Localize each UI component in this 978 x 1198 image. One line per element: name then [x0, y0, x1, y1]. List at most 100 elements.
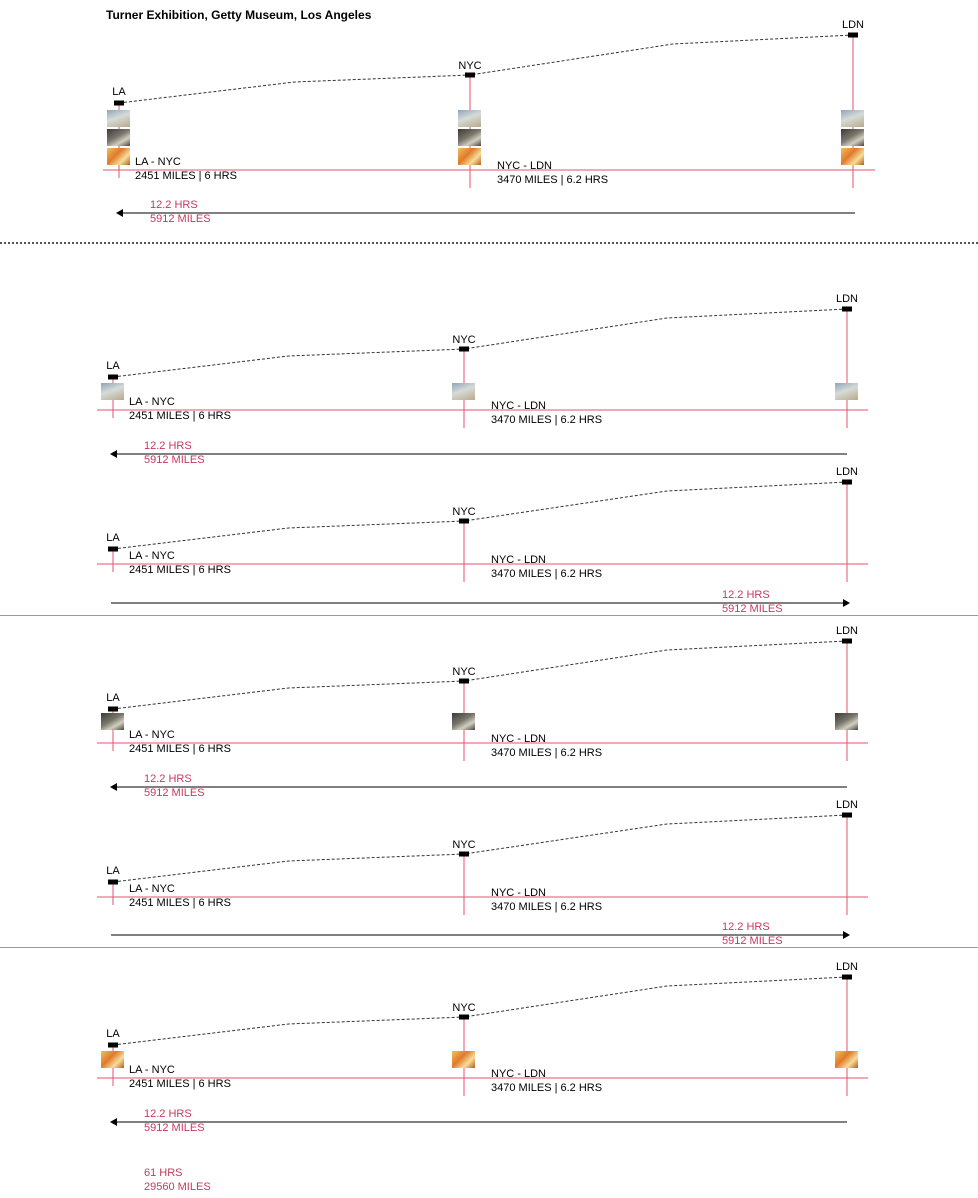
leg-route-nyc-ldn: NYC - LDN	[491, 886, 546, 900]
painting-thumbnail	[452, 713, 475, 730]
painting-thumbnail	[835, 713, 858, 730]
city-marker-ldn	[842, 813, 852, 818]
city-marker-la	[108, 1043, 118, 1048]
city-label-nyc: NYC	[452, 334, 475, 346]
leg-route-la-nyc: LA - NYC	[129, 1063, 175, 1077]
city-label-ldn: LDN	[836, 799, 858, 811]
painting-thumbnail	[835, 383, 858, 400]
painting-thumbnail	[107, 129, 130, 146]
city-label-la: LA	[112, 86, 125, 98]
city-label-ldn: LDN	[836, 466, 858, 478]
city-label-la: LA	[106, 1028, 119, 1040]
route-line	[113, 977, 847, 1045]
city-marker-nyc	[459, 347, 469, 352]
route-line	[119, 35, 853, 103]
leg-stats-nyc-ldn: 3470 MILES | 6.2 HRS	[491, 413, 602, 427]
arrow-head	[110, 1118, 117, 1126]
painting-thumbnail	[458, 110, 481, 127]
grand-total-miles: 29560 MILES	[144, 1180, 211, 1194]
painting-thumbnail	[835, 1051, 858, 1068]
painting-thumbnail	[452, 1051, 475, 1068]
route-line	[113, 641, 847, 709]
leg-stats-la-nyc: 2451 MILES | 6 HRS	[129, 896, 231, 910]
painting-thumbnail	[841, 129, 864, 146]
painting-thumbnail	[452, 383, 475, 400]
city-marker-ldn	[842, 480, 852, 485]
city-marker-nyc	[459, 852, 469, 857]
city-marker-ldn	[842, 639, 852, 644]
leg-stats-la-nyc: 2451 MILES | 6 HRS	[129, 1077, 231, 1091]
route-line	[113, 482, 847, 549]
trip-hours: 12.2 HRS	[144, 1107, 192, 1121]
trip-miles: 5912 MILES	[144, 1121, 205, 1135]
grand-total-hours: 61 HRS	[144, 1166, 183, 1180]
leg-route-nyc-ldn: NYC - LDN	[491, 399, 546, 413]
city-label-ldn: LDN	[836, 625, 858, 637]
painting-thumbnail	[841, 148, 864, 165]
city-label-ldn: LDN	[836, 293, 858, 305]
city-label-nyc: NYC	[452, 506, 475, 518]
painting-thumbnail	[458, 148, 481, 165]
leg-route-nyc-ldn: NYC - LDN	[491, 1067, 546, 1081]
leg-route-nyc-ldn: NYC - LDN	[497, 159, 552, 173]
city-label-ldn: LDN	[842, 19, 864, 31]
trip-hours: 12.2 HRS	[150, 198, 198, 212]
city-label-nyc: NYC	[452, 1002, 475, 1014]
leg-route-la-nyc: LA - NYC	[129, 882, 175, 896]
city-label-la: LA	[106, 532, 119, 544]
leg-stats-nyc-ldn: 3470 MILES | 6.2 HRS	[497, 173, 608, 187]
city-marker-nyc	[459, 519, 469, 524]
leg-stats-nyc-ldn: 3470 MILES | 6.2 HRS	[491, 567, 602, 581]
leg-route-la-nyc: LA - NYC	[129, 395, 175, 409]
city-marker-la	[108, 707, 118, 712]
leg-stats-la-nyc: 2451 MILES | 6 HRS	[129, 409, 231, 423]
leg-route-la-nyc: LA - NYC	[129, 549, 175, 563]
route-line	[113, 815, 847, 882]
painting-thumbnail	[841, 110, 864, 127]
leg-stats-la-nyc: 2451 MILES | 6 HRS	[135, 169, 237, 183]
leg-stats-la-nyc: 2451 MILES | 6 HRS	[129, 563, 231, 577]
city-marker-la	[108, 880, 118, 885]
city-marker-nyc	[465, 73, 475, 78]
painting-thumbnail	[458, 129, 481, 146]
arrow-head	[843, 931, 850, 939]
city-label-nyc: NYC	[458, 60, 481, 72]
city-marker-ldn	[848, 33, 858, 38]
arrow-head	[843, 599, 850, 607]
city-label-nyc: NYC	[452, 666, 475, 678]
city-label-la: LA	[106, 360, 119, 372]
city-marker-nyc	[459, 1015, 469, 1020]
city-label-la: LA	[106, 865, 119, 877]
city-marker-la	[114, 101, 124, 106]
leg-stats-la-nyc: 2451 MILES | 6 HRS	[129, 742, 231, 756]
leg-route-la-nyc: LA - NYC	[129, 728, 175, 742]
painting-thumbnail	[107, 110, 130, 127]
city-marker-la	[108, 375, 118, 380]
painting-thumbnail	[101, 383, 124, 400]
leg-stats-nyc-ldn: 3470 MILES | 6.2 HRS	[491, 746, 602, 760]
leg-route-nyc-ldn: NYC - LDN	[491, 553, 546, 567]
city-marker-la	[108, 547, 118, 552]
painting-thumbnail	[101, 713, 124, 730]
city-marker-ldn	[842, 307, 852, 312]
leg-stats-nyc-ldn: 3470 MILES | 6.2 HRS	[491, 900, 602, 914]
city-label-ldn: LDN	[836, 961, 858, 973]
leg-stats-nyc-ldn: 3470 MILES | 6.2 HRS	[491, 1081, 602, 1095]
arrow-head	[116, 209, 123, 217]
trip-hours: 12.2 HRS	[722, 920, 770, 934]
trip-miles: 5912 MILES	[150, 212, 211, 226]
city-label-nyc: NYC	[452, 839, 475, 851]
trip-hours: 12.2 HRS	[722, 588, 770, 602]
painting-thumbnail	[101, 1051, 124, 1068]
leg-route-la-nyc: LA - NYC	[135, 155, 181, 169]
section-divider	[0, 242, 978, 244]
route-panel: LA NYC LDN LA - NYC2451 MILES | 6 HRS NYC - …	[0, 0, 978, 240]
route-diagram	[0, 0, 978, 240]
painting-thumbnail	[107, 148, 130, 165]
section-divider	[0, 947, 978, 948]
city-label-la: LA	[106, 692, 119, 704]
section-divider	[0, 615, 978, 616]
leg-route-nyc-ldn: NYC - LDN	[491, 732, 546, 746]
city-marker-nyc	[459, 679, 469, 684]
